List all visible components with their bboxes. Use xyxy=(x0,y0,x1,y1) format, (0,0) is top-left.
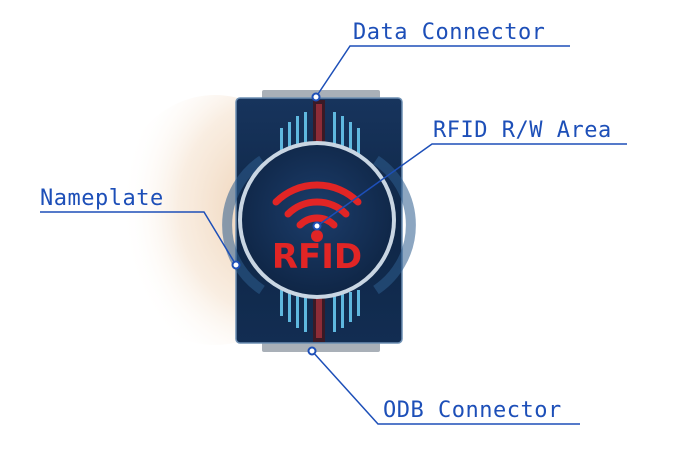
wifi-dot xyxy=(311,230,323,242)
leader-lines xyxy=(40,45,627,425)
data-connector-dot xyxy=(311,92,321,102)
nameplate-dot xyxy=(231,260,241,270)
top-pin-glow xyxy=(316,104,322,148)
odb-connector-dot xyxy=(307,346,317,356)
bottom-stripes xyxy=(280,290,360,332)
top-stripes xyxy=(280,112,360,154)
data-connector-label: Data Connector xyxy=(353,20,546,45)
bottom-pin-glow xyxy=(316,296,322,338)
pointer-dots xyxy=(231,92,322,356)
rfid-logo-text: RFID xyxy=(272,237,362,277)
rfid-area-label: RFID R/W Area xyxy=(433,118,612,143)
rfid-area-dot xyxy=(312,221,322,231)
odb-connector-label: ODB Connector xyxy=(383,398,562,423)
nameplate-label: Nameplate xyxy=(40,186,164,211)
